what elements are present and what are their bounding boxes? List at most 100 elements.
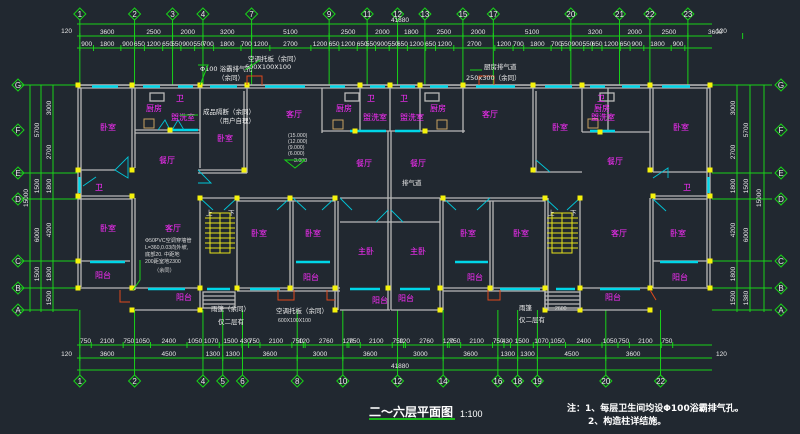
column <box>197 195 203 201</box>
top-detail-dim-label: 1800 <box>530 41 545 48</box>
stair-down-right: 下 <box>570 209 577 217</box>
top-detail-dim-label: 550 <box>388 41 399 48</box>
svg-text:2: 2 <box>132 377 137 386</box>
top-axis-dim-label: 2000 <box>375 29 390 36</box>
room-bedroom: 卧室 <box>673 122 689 132</box>
room-washroom: 盥洗室 <box>363 112 387 122</box>
left-outer-dim: 1500 <box>34 266 41 281</box>
bottom-detail-dim-label: 2100 <box>100 338 115 345</box>
svg-text:E: E <box>778 169 783 178</box>
ac-bracket-size-bottom: 600X100X100 <box>278 318 311 324</box>
axis-bubble-bottom-22: 22 <box>653 374 668 388</box>
ac-bracket-note: 空调托板（余同） <box>248 54 300 63</box>
svg-text:21: 21 <box>615 10 624 19</box>
column <box>234 195 240 201</box>
column <box>129 307 135 313</box>
room-kitchen: 厨房 <box>430 103 446 113</box>
top-detail-dim-label: 1200 <box>497 41 512 48</box>
top-detail-dim-label: 1200 <box>437 41 452 48</box>
axis-bubble-bottom-18: 18 <box>510 374 525 388</box>
svg-text:12: 12 <box>393 10 402 19</box>
svg-text:A: A <box>778 306 784 315</box>
top-detail-dim-label: 1200 <box>313 41 328 48</box>
svg-text:8: 8 <box>295 377 300 386</box>
canopy2-note: 雨篷 <box>519 303 533 312</box>
axis-bubble-bottom-4: 4 <box>196 374 210 388</box>
room-washroom: 盥洗室 <box>400 112 424 122</box>
svg-text:C: C <box>15 257 21 266</box>
right-outer-dim: 6000 <box>743 227 750 242</box>
axis-bubble-bottom-10: 10 <box>336 374 350 388</box>
column <box>440 195 446 201</box>
stair-right <box>544 212 581 309</box>
windows <box>78 85 710 291</box>
room-living: 客厅 <box>286 109 302 119</box>
column <box>387 82 393 88</box>
top-axis-dim-label: 2000 <box>471 29 486 36</box>
column <box>287 195 293 201</box>
top-axis-dim-label: 2000 <box>627 29 642 36</box>
partition-owner-note: （用户自理） <box>216 116 255 125</box>
canopy-floor-note: 仅二层有 <box>218 317 245 326</box>
bottom-detail-dim-label: 750 <box>449 338 460 345</box>
column <box>577 307 583 313</box>
right-outer-dim: 1380 <box>743 290 750 305</box>
bottom-axis-dim-label: 1300 <box>501 351 516 358</box>
left-inner-dim: 1800 <box>46 266 53 281</box>
elevation-1: (15.000) <box>288 133 308 139</box>
column <box>707 285 713 291</box>
bottom-detail-dim-label: 750 <box>662 338 673 345</box>
bottom-detail-dim-label: 1070 <box>204 338 219 345</box>
axis-bubble-bottom-8: 8 <box>290 374 304 388</box>
svg-text:22: 22 <box>656 377 665 386</box>
axis-bubble-left-G: G <box>11 78 25 92</box>
pvc-note-5: （余同） <box>154 266 175 274</box>
bottom-detail-dim-label: 750 <box>493 338 504 345</box>
bottom-axis-dim-label: 3600 <box>263 351 278 358</box>
column <box>129 167 135 173</box>
ac-bracket-note-bottom: 空调托板（余同） <box>276 306 328 315</box>
top-detail-dim-label: 900 <box>632 41 643 48</box>
top-detail-dim-label: 2700 <box>467 41 482 48</box>
column <box>487 285 493 291</box>
column <box>460 82 466 88</box>
bottom-edge-left: 120 <box>61 351 72 358</box>
right-inner-dim: 4200 <box>730 222 737 237</box>
right-outer-dim: 1500 <box>743 178 750 193</box>
bottom-detail-dim-label: 430 <box>502 338 513 345</box>
bottom-detail-dim-label: 2760 <box>419 338 434 345</box>
svg-text:4: 4 <box>201 10 206 19</box>
axis-bubble-top-3: 3 <box>165 7 180 21</box>
room-balcony: 阳台 <box>398 293 414 303</box>
room-master: 主卧 <box>410 246 426 256</box>
top-detail-dim-label: 650 <box>397 41 408 48</box>
column <box>707 167 713 173</box>
top-axis-dim-label: 2000 <box>181 29 196 36</box>
axis-bubble-right-G: G <box>774 78 788 92</box>
walls <box>77 84 711 311</box>
bottom-axis-dim-label: 1300 <box>520 351 535 358</box>
column <box>385 285 391 291</box>
svg-text:4: 4 <box>201 377 206 386</box>
top-axis-dim-label: 3200 <box>220 29 235 36</box>
column <box>647 82 653 88</box>
axis-bubble-bottom-14: 14 <box>436 374 450 388</box>
bottom-detail-dim-label: 1500 <box>223 338 238 345</box>
bottom-axis-dim-label: 3000 <box>313 351 328 358</box>
bottom-edge-right: 120 <box>716 351 727 358</box>
column <box>197 307 203 313</box>
bottom-overall-dim: 41880 <box>391 363 409 370</box>
bottom-detail-dim-label: 2760 <box>319 338 334 345</box>
top-axis-dim-label: 5100 <box>525 29 540 36</box>
room-dining: 餐厅 <box>410 159 426 168</box>
bottom-detail-dim-label: 120 <box>443 338 454 345</box>
column <box>357 82 363 88</box>
bottom-axis-dim-label: 3600 <box>463 351 478 358</box>
note-line-1: 注：1、每层卫生间均设Φ100浴霸排气孔。 <box>567 402 744 414</box>
exhaust-note: 排气道 <box>402 178 422 187</box>
svg-text:17: 17 <box>489 10 498 19</box>
bottom-detail-dim-label: 2100 <box>638 338 653 345</box>
top-detail-dim-label: 650 <box>425 41 436 48</box>
column <box>75 167 81 173</box>
